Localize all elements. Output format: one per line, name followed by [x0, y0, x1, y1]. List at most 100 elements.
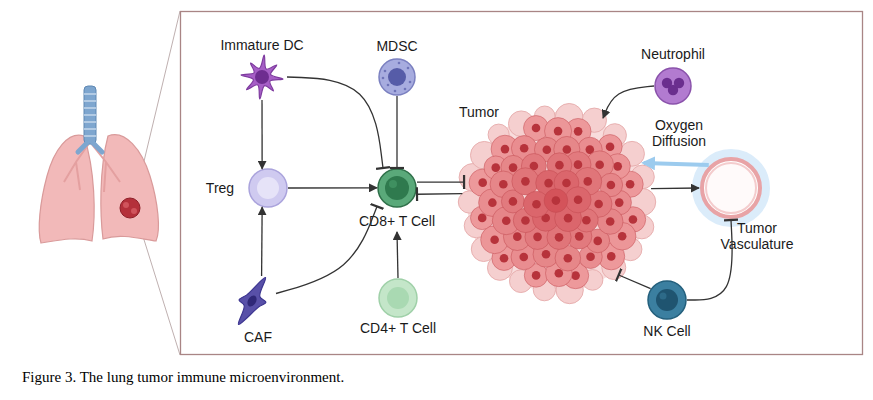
tumor-cell-nucleus: [571, 271, 580, 280]
right-lung: [101, 135, 159, 241]
activation-arrow: [261, 100, 262, 169]
cell-label: NK Cell: [627, 323, 707, 339]
zoom-panel-frame: [181, 12, 863, 355]
tumor-cell-nucleus: [499, 180, 508, 189]
tumor-cell-nucleus: [607, 181, 616, 190]
neutrophil-node: Neutrophil: [654, 67, 692, 105]
cell-icon: [378, 278, 418, 318]
cell-label: MDSC: [357, 38, 437, 54]
tumor-cell-nucleus: [574, 196, 583, 205]
nk-cell-node: NK Cell: [647, 280, 687, 320]
tumor-cell-nucleus: [574, 160, 583, 169]
cell-body: [655, 68, 691, 104]
cell-icon: [377, 168, 417, 208]
vasculature-node: Tumor Vasculature: [699, 156, 763, 220]
inhibition-connector: [396, 96, 397, 168]
lung-tumor-cell: [123, 202, 129, 208]
granule: [407, 67, 410, 70]
tumor-cell-nucleus: [555, 161, 564, 170]
inhibition-connector: [276, 206, 377, 293]
dendritic-cell-body: [241, 55, 283, 99]
cell-nucleus: [387, 287, 409, 309]
tumor-cell-nucleus: [502, 216, 511, 225]
cell-icon: [654, 67, 692, 105]
tumor-cell-nucleus: [574, 127, 583, 136]
cell-icon: [228, 276, 276, 326]
tumor-cell-nucleus: [509, 163, 518, 172]
tumor-cell-nucleus: [595, 160, 604, 169]
vessel-wall: [702, 159, 760, 217]
cell-nucleus: [257, 177, 279, 199]
cd8-t-cell-node: CD8+ T Cell: [377, 168, 417, 232]
cell-highlight: [660, 293, 667, 300]
tumor-cell-nucleus: [509, 197, 518, 206]
diffusion-arrow: [644, 163, 709, 165]
tumor-cell: [565, 187, 591, 213]
granule: [384, 70, 387, 73]
cd4-t-cell-node: CD4+ T Cell: [378, 278, 418, 318]
tumor-cell-nucleus: [513, 232, 522, 241]
tumor-cell-nucleus: [564, 254, 573, 263]
tumor-cell-nucleus: [491, 163, 500, 172]
tumor-cell-nucleus: [501, 145, 510, 154]
nucleus-lobe: [674, 78, 684, 88]
inhibition-connector: [619, 275, 651, 289]
cell-label: Neutrophil: [623, 46, 723, 62]
tumor-cell-nucleus: [543, 145, 552, 154]
inhibition-connector: [287, 77, 383, 168]
tumor-cell-nucleus: [542, 250, 551, 259]
cell-highlight: [389, 180, 397, 188]
tumor-cell-nucleus: [583, 177, 592, 186]
cell-label: CD8+ T Cell: [352, 213, 442, 229]
caf-node: CAF: [228, 276, 276, 326]
tumor-cell-nucleus: [607, 252, 616, 261]
cell-icon: [647, 280, 687, 320]
tumor-cell-nucleus: [613, 162, 622, 171]
granule: [382, 77, 385, 80]
main-bronchi: [78, 143, 102, 152]
tumor-cell-nucleus: [488, 198, 497, 207]
trachea-rings: [84, 94, 96, 136]
granule: [398, 62, 401, 65]
tumor-cell-nucleus: [606, 142, 615, 151]
trachea: [84, 86, 96, 144]
tumor-cell: [544, 189, 568, 213]
tumor-cell-nucleus: [521, 216, 530, 225]
cell-label: CAF: [228, 329, 288, 345]
inhibition-connector: [417, 181, 464, 182]
lung-tumor: [120, 198, 140, 218]
tumor-cell-nucleus: [532, 271, 541, 280]
cell-label: Tumor: [454, 104, 504, 120]
cell-body: [648, 281, 686, 319]
cell-icon: [248, 168, 288, 208]
cell-label: CD4+ T Cell: [338, 320, 458, 336]
bronchial-tree: [64, 142, 120, 192]
vessel-lumen: [706, 163, 756, 213]
dendritic-cell-node: Immature DC: [237, 54, 287, 100]
tumor-cell-nucleus: [593, 237, 602, 246]
edge-label: Oxygen Diffusion: [643, 117, 715, 149]
tumor-cell-nucleus: [562, 179, 571, 188]
tumor-cell-nucleus: [629, 215, 638, 224]
tumor-cell-nucleus: [594, 200, 603, 209]
cell-label: Treg: [196, 180, 244, 196]
tumor-cell-nucleus: [500, 254, 509, 263]
left-lung: [39, 135, 94, 243]
tumor-halo: [467, 112, 647, 292]
tumor-cell-nucleus: [519, 253, 528, 262]
tumor-cell-nucleus: [582, 216, 591, 225]
cell-nucleus: [385, 176, 409, 200]
vessel-glow: [697, 154, 765, 222]
tumor-cell-nucleus: [586, 253, 595, 262]
tumor-cell-nucleus: [555, 269, 564, 278]
tumor-cell-nucleus: [521, 177, 530, 186]
tumor-cell-nucleus: [544, 179, 553, 188]
cell-icon: [378, 58, 416, 96]
tumor-cell-nucleus: [575, 232, 584, 241]
inhibition-connector: [687, 220, 732, 300]
granule: [404, 88, 407, 91]
cell-body: [378, 169, 416, 207]
